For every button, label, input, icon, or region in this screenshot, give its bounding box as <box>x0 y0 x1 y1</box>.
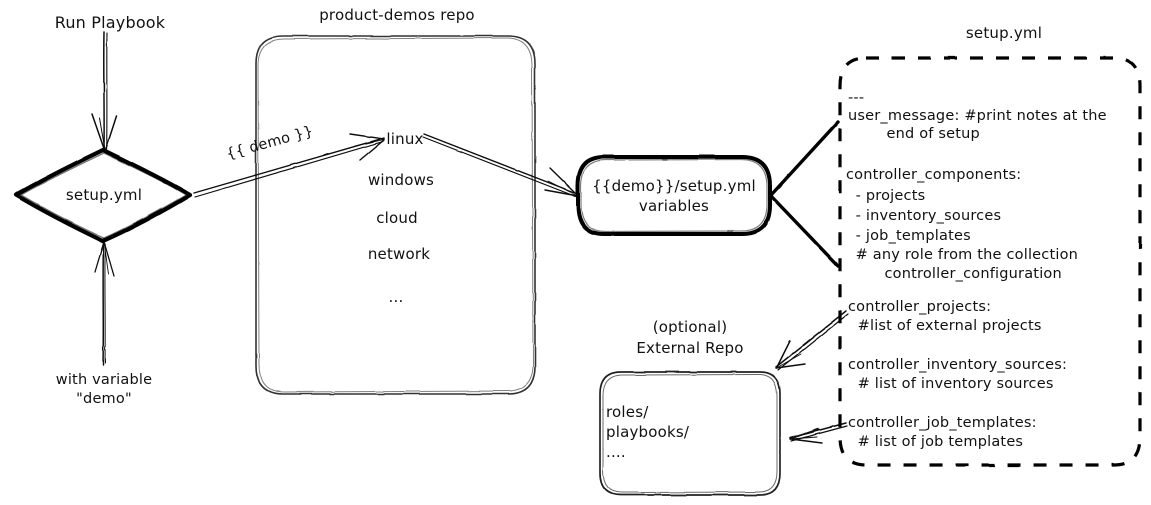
node-setup-yml-diamond <box>13 147 193 244</box>
arrow-run-playbook <box>91 31 118 151</box>
setup-yml-block-controller-inventory-sources-line1: controller_inventory_sources: <box>848 357 1068 373</box>
label-external-repo-title-line1: (optional) <box>652 318 728 336</box>
container-setup-yml-dashed <box>838 56 1142 467</box>
setup-yml-block-doc-start: --- <box>848 90 865 106</box>
setup-yml-block-controller-components-line1: controller_components: <box>846 167 1022 183</box>
setup-yml-block-controller-projects-line2: #list of external projects <box>848 318 1042 334</box>
label-product-demos-repo-title: product-demos repo <box>319 6 475 24</box>
label-setup-yml-node: setup.yml <box>65 186 143 204</box>
setup-yml-block-controller-components-line4: - job_templates <box>846 228 971 244</box>
external-repo-item-playbooks: playbooks/ <box>606 423 690 441</box>
repo-item-linux[interactable]: linux <box>386 130 424 148</box>
connector-setup-yml-to-vars-node <box>770 120 840 268</box>
setup-yml-block-controller-job-templates-line2: # list of job templates <box>848 434 1024 450</box>
label-external-repo-title-line2: External Repo <box>636 339 744 357</box>
label-with-variable-line1: with variable <box>55 372 153 388</box>
label-vars-node-line2: variables <box>638 197 710 215</box>
setup-yml-block-user-message-line2: end of setup <box>848 126 980 142</box>
repo-item-network[interactable]: network <box>367 245 431 263</box>
arrow-controller-projects-to-external-repo <box>775 310 849 371</box>
label-run-playbook: Run Playbook <box>54 13 166 32</box>
setup-yml-block-user-message-line1: user_message: #print notes at the <box>848 108 1107 124</box>
setup-yml-block-controller-components-line3: - inventory_sources <box>846 208 1002 224</box>
setup-yml-block-controller-components-line2: - projects <box>846 188 926 204</box>
label-vars-node-line1: {{demo}}/setup.yml <box>592 177 756 195</box>
label-setup-yml-file-title: setup.yml <box>965 24 1043 42</box>
repo-item-ellipsis: ... <box>388 288 404 306</box>
arrow-controller-job-templates-to-external-repo <box>789 422 848 444</box>
external-repo-item-ellipsis: .... <box>606 443 626 461</box>
node-demo-setup-variables <box>576 155 772 236</box>
setup-yml-block-controller-components-line6: controller_configuration <box>846 266 1062 282</box>
arrow-linux-to-vars-node <box>422 133 579 198</box>
setup-yml-block-controller-inventory-sources-line2: # list of inventory sources <box>848 376 1054 392</box>
arrow-with-variable <box>94 242 115 366</box>
container-product-demos-repo <box>255 35 536 395</box>
setup-yml-block-controller-components-line5: # any role from the collection <box>846 247 1079 263</box>
external-repo-item-roles: roles/ <box>606 403 649 421</box>
arrow-demo-variable-to-linux <box>193 133 385 198</box>
container-external-repo <box>599 371 781 496</box>
label-with-variable-line2: "demo" <box>76 391 132 407</box>
repo-item-cloud[interactable]: cloud <box>376 209 418 227</box>
repo-item-windows[interactable]: windows <box>367 171 435 189</box>
setup-yml-block-controller-projects-line1: controller_projects: <box>848 299 992 315</box>
setup-yml-block-controller-job-templates-line1: controller_job_templates: <box>848 415 1037 431</box>
